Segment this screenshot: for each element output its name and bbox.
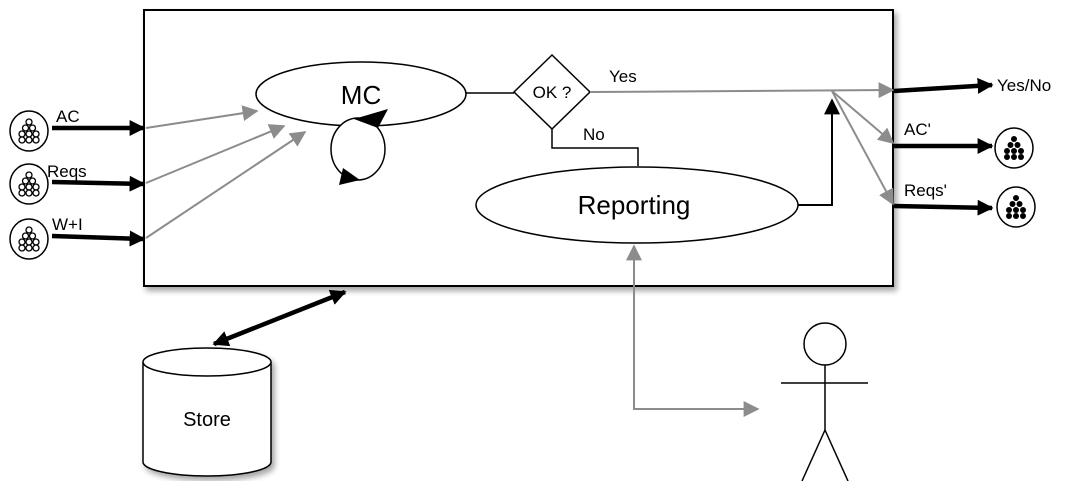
flow-arrow xyxy=(145,124,286,184)
output-arrow-yesno xyxy=(893,77,994,94)
database-cylinder-icon xyxy=(142,347,272,477)
process-label: MC xyxy=(341,80,381,110)
input-label: AC xyxy=(56,107,80,126)
reporting-label: Reporting xyxy=(578,190,691,220)
token-cluster-icon xyxy=(994,127,1034,169)
input-label: Reqs xyxy=(47,162,87,181)
cycle-arrows-icon xyxy=(330,109,388,185)
input-arrow-reqs xyxy=(51,175,146,192)
decision-label: OK ? xyxy=(533,83,572,102)
flow-arrow xyxy=(831,90,894,206)
flow-arrow xyxy=(145,105,259,129)
actor-flow-line xyxy=(626,244,760,417)
system-boundary-box xyxy=(143,9,894,287)
stick-figure-icon xyxy=(781,322,868,481)
token-cluster-icon xyxy=(9,163,49,205)
token-cluster-icon xyxy=(9,110,49,152)
yes-label: Yes xyxy=(609,67,637,86)
store-connection-arrow xyxy=(212,289,347,347)
no-label: No xyxy=(583,125,605,144)
output-label: AC' xyxy=(904,120,931,139)
no-flow-line xyxy=(551,129,639,166)
report-flow-line xyxy=(798,98,840,206)
token-cluster-icon xyxy=(9,218,49,260)
flow-arrow xyxy=(145,131,307,239)
input-label: W+I xyxy=(52,215,83,234)
store-label: Store xyxy=(183,409,231,431)
flow-arrow xyxy=(831,90,895,145)
token-cluster-icon xyxy=(996,186,1036,228)
output-label: Yes/No xyxy=(997,76,1051,95)
output-arrow-reqs xyxy=(893,199,994,216)
yes-flow-line xyxy=(589,82,895,99)
output-label: Reqs' xyxy=(904,181,947,200)
input-arrow-wi xyxy=(51,230,146,247)
